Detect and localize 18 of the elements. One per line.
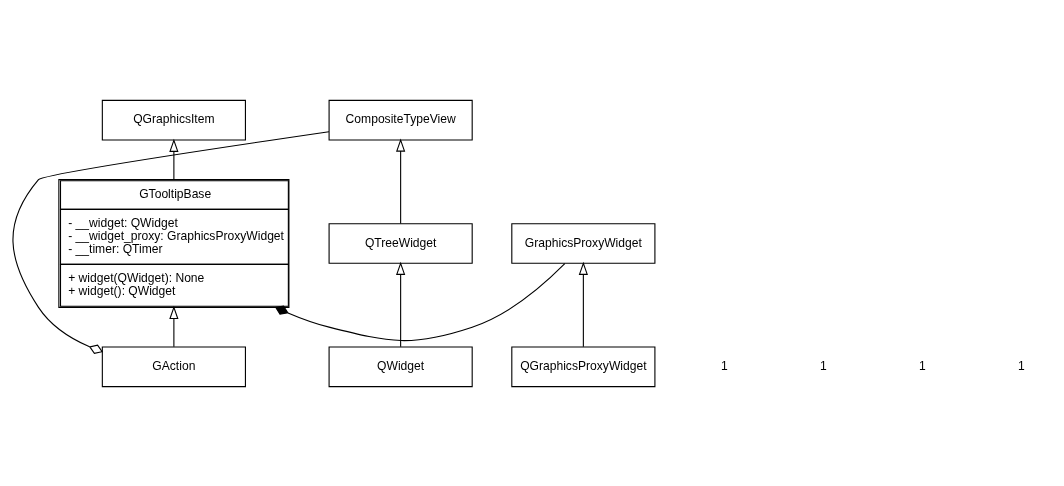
node-box: CompositeTypeView xyxy=(328,99,473,141)
label: 1 xyxy=(919,358,926,373)
connector xyxy=(274,262,566,341)
node-box: QGraphicsItem xyxy=(101,99,246,141)
arrow xyxy=(396,261,406,347)
label: 1 xyxy=(1018,358,1025,373)
node-box: QWidget xyxy=(328,345,473,387)
label: 1 xyxy=(720,358,728,373)
connector xyxy=(12,130,330,354)
arrow xyxy=(169,138,179,180)
arrow xyxy=(578,261,588,347)
arrow xyxy=(396,137,406,224)
node-box: GAction xyxy=(101,345,246,387)
node-box: GraphicsProxyWidget xyxy=(511,222,656,264)
node-box: QGraphicsProxyWidget xyxy=(511,345,656,387)
arrow xyxy=(169,305,179,347)
label: 1 xyxy=(819,358,827,373)
node-box: QTreeWidget xyxy=(328,222,473,264)
